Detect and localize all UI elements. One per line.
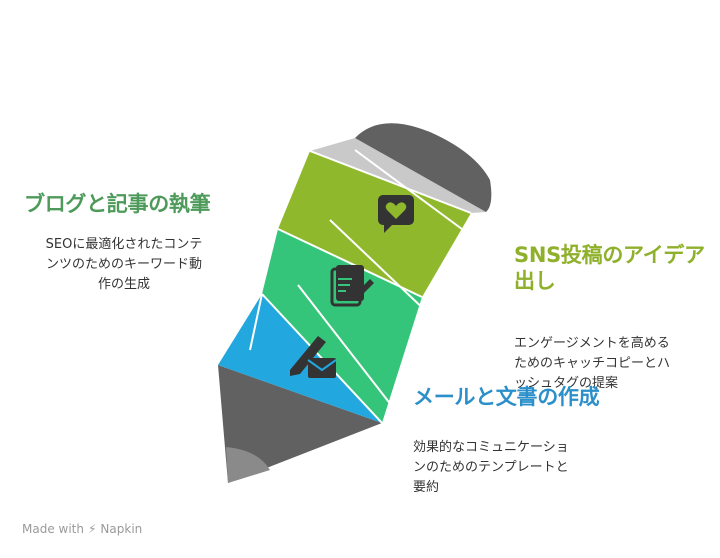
napkin-watermark: Made with ⚡ Napkin — [22, 522, 142, 536]
blog-desc-line: 作の生成 — [97, 277, 150, 292]
mail-desc-line: ンのためのテンプレートと — [413, 460, 569, 475]
mail-desc-line: 効果的なコミュニケーショ — [413, 440, 569, 455]
sns-ideas-description: エンゲージメントを高める ためのキャッチコピーとハ ッシュタグの提案 — [514, 334, 714, 394]
pencil-band-lime — [278, 151, 471, 297]
sns-title-line: SNS投稿のアイデア — [514, 243, 705, 267]
sns-desc-line: ためのキャッチコピーとハ — [514, 356, 671, 371]
napkin-logo-icon: ⚡ — [87, 522, 97, 536]
mail-pen-icon — [290, 336, 337, 378]
blog-writing-block: ブログと記事の執筆 SEOに最適化されたコンテ ンツのためのキーワード動 作の生… — [24, 191, 224, 295]
mail-document-block: メールと文書の作成 効果的なコミュニケーショ ンのためのテンプレートと 要約 — [413, 384, 613, 498]
pencil-lead — [226, 447, 270, 483]
blog-writing-title: ブログと記事の執筆 — [24, 192, 211, 216]
mail-document-description: 効果的なコミュニケーショ ンのためのテンプレートと 要約 — [413, 438, 613, 498]
made-with-label: Made with — [22, 522, 84, 536]
blog-desc-line: SEOに最適化されたコンテ — [45, 237, 203, 252]
sns-ideas-block: SNS投稿のアイデア 出し エンゲージメントを高める ためのキャッチコピーとハ … — [514, 242, 714, 394]
pencil-ferrule — [310, 138, 486, 213]
mail-document-title: メールと文書の作成 — [413, 385, 600, 409]
napkin-brand-label: Napkin — [100, 522, 143, 536]
pencil-band-green — [262, 229, 422, 423]
pencil-cap — [355, 123, 492, 212]
blog-desc-line: ンツのためのキーワード動 — [45, 257, 202, 272]
mail-desc-line: 要約 — [413, 480, 440, 495]
document-pen-icon — [330, 265, 374, 307]
sns-title-line: 出し — [514, 269, 556, 293]
sns-ideas-title: SNS投稿のアイデア 出し — [514, 242, 714, 294]
blog-writing-description: SEOに最適化されたコンテ ンツのためのキーワード動 作の生成 — [24, 235, 224, 295]
pencil-facet-lines — [249, 149, 472, 424]
heart-message-icon — [378, 195, 414, 233]
pencil-tip — [218, 365, 382, 483]
sns-desc-line: エンゲージメントを高める — [514, 336, 670, 351]
sns-desc-line: ッシュタグの提案 — [514, 376, 619, 391]
